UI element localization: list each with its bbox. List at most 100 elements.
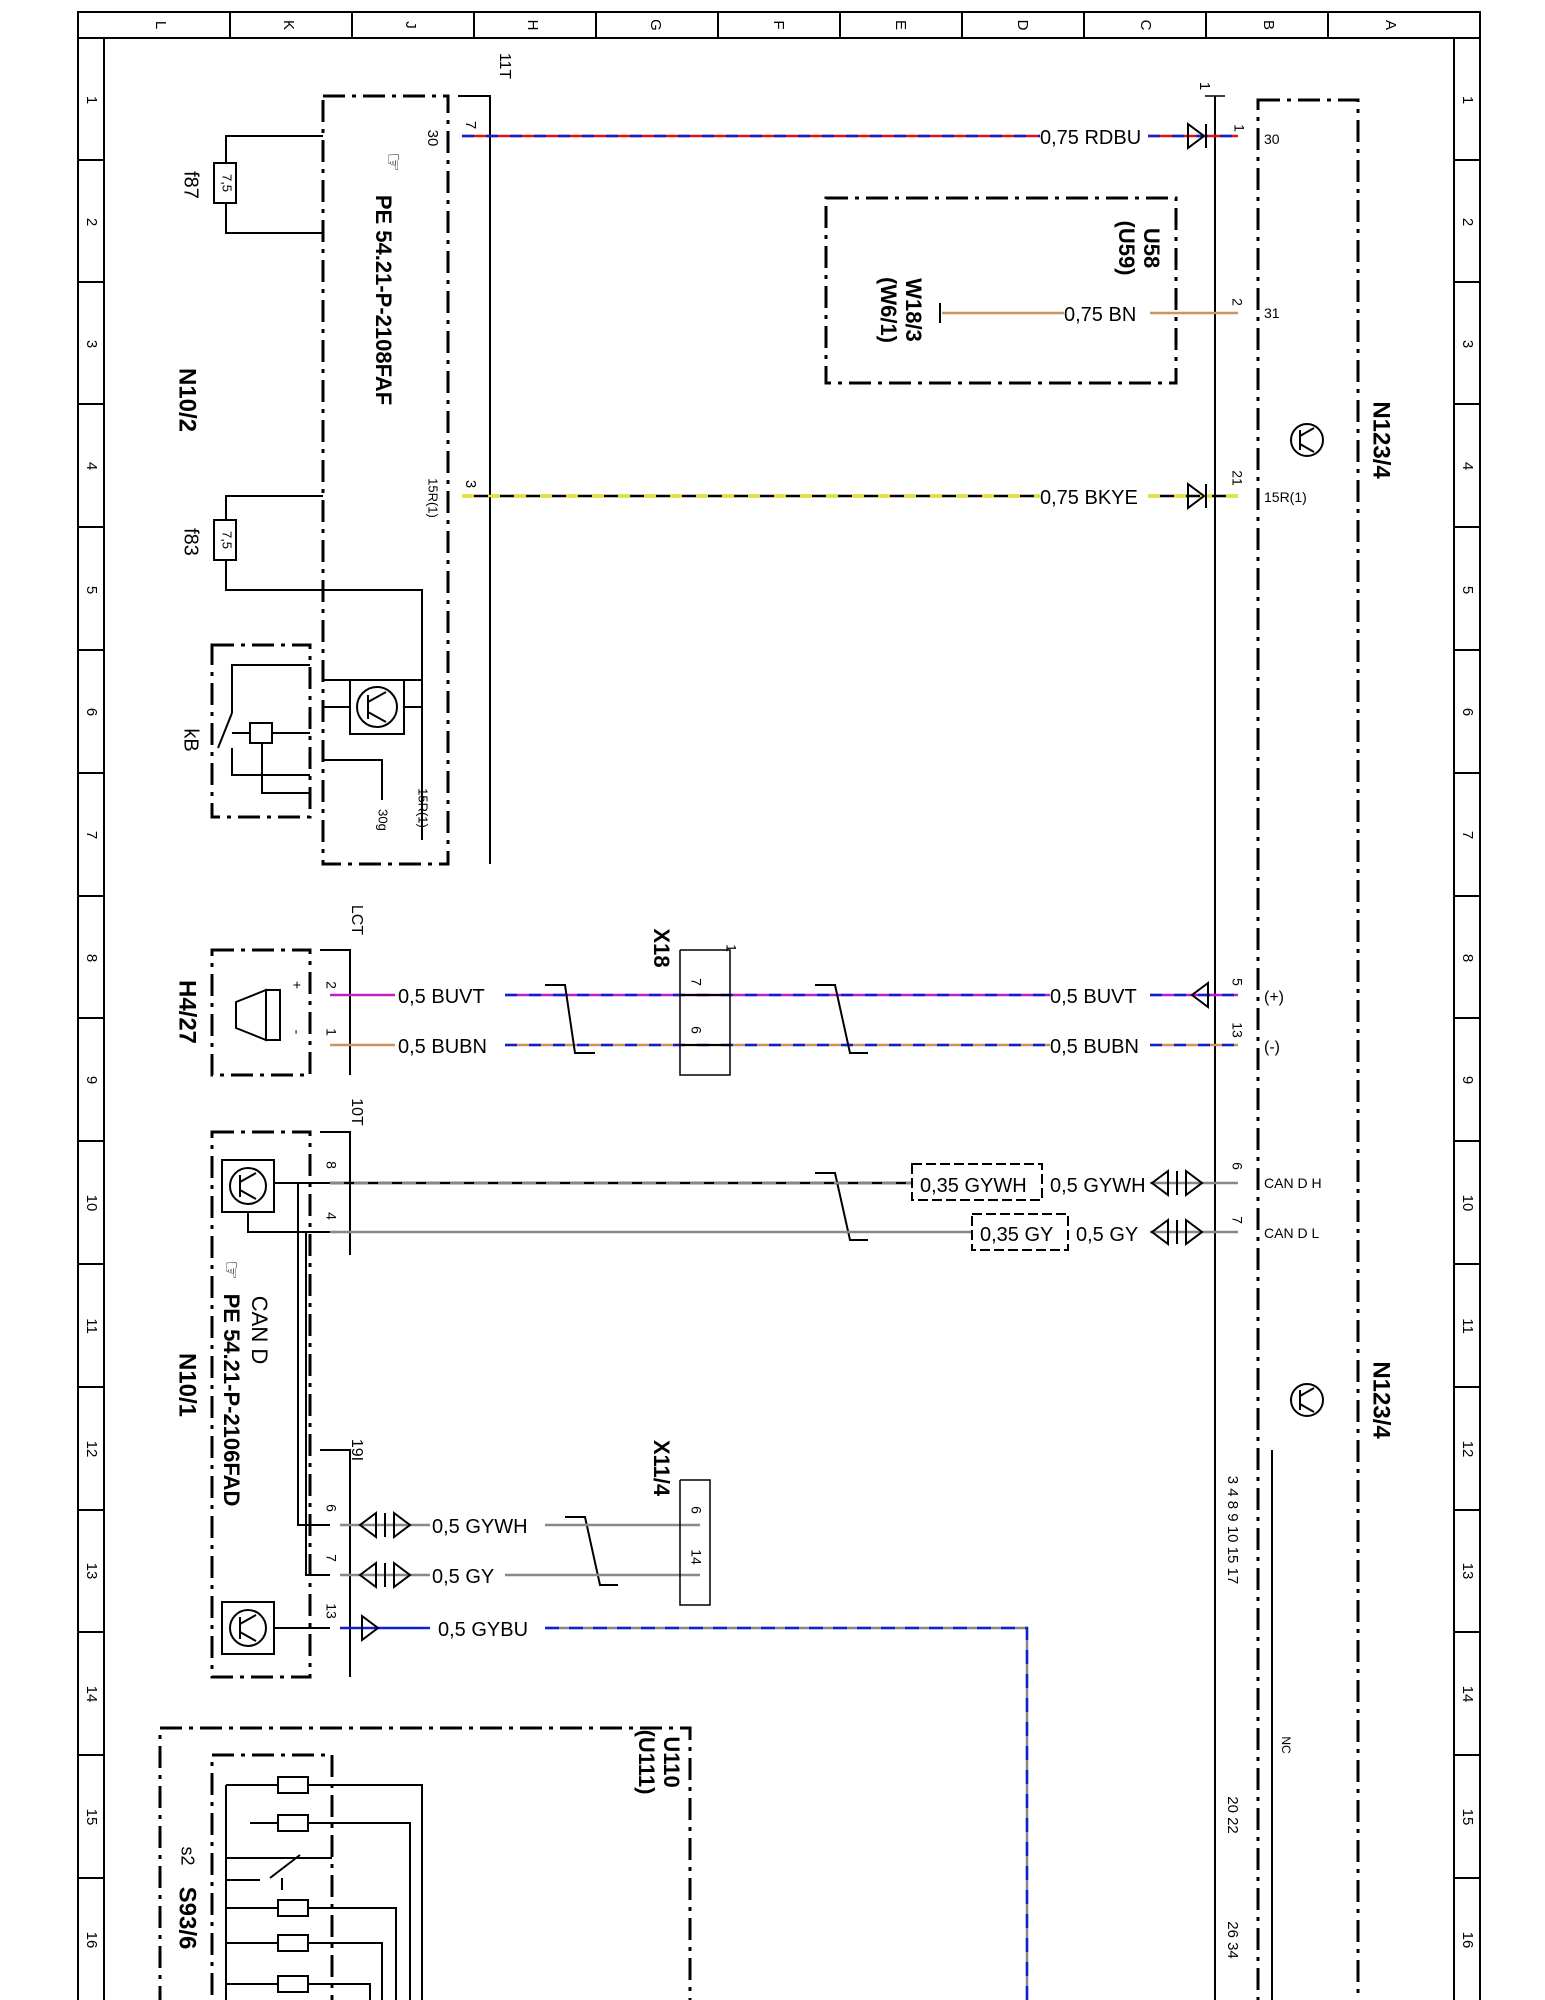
wire-rdbu: 0,75 RDBU <box>462 122 1238 150</box>
border-frame <box>77 11 1481 2000</box>
pin-group-label: 26 34 <box>1224 1921 1241 1959</box>
pin-label: 30 <box>424 130 441 147</box>
grid-number: 7 <box>1459 831 1476 839</box>
grid-number: 6 <box>83 708 100 716</box>
wire-gybu: 0,5 GYBU <box>340 1614 1029 2000</box>
pin-label: 6 <box>688 1026 704 1034</box>
n123-4-module: 1 N123/4 N123/4 1 30 2 31 21 15R(1) 5 (+… <box>1196 82 1395 2000</box>
grid-letter: L <box>152 21 169 29</box>
wire-bn: 0,75 BN <box>939 303 1238 326</box>
grid-number: 16 <box>1459 1932 1476 1949</box>
relay-label-kb: kB <box>180 728 202 751</box>
grid-number: 2 <box>1459 218 1476 226</box>
wire-can-x11-l: 0,5 GY <box>340 1561 700 1589</box>
transistor-icon <box>221 1159 275 1213</box>
pin-label: CAN D H <box>1264 1175 1322 1191</box>
pin-group-label: 20 22 <box>1224 1796 1241 1834</box>
wire-label: 0,5 GYWH <box>1050 1175 1146 1197</box>
pin-label: + <box>289 981 305 989</box>
component-label-u58: U58 <box>1139 228 1164 268</box>
transistor-icon <box>349 679 405 735</box>
pin-label: 13 <box>1229 1022 1245 1038</box>
grid-letter: C <box>1137 20 1154 31</box>
fuse-value-label: 7,5 <box>220 531 235 549</box>
pin-label: 1 <box>323 1028 339 1036</box>
grid-letter: G <box>647 19 664 31</box>
grid-number: 2 <box>83 218 100 226</box>
pin-label: 4 <box>323 1212 339 1220</box>
pin-label: 31 <box>1264 305 1280 321</box>
pin-group-label: 3 4 8 9 10 15 17 <box>1224 1476 1241 1584</box>
pin-label: 1 <box>1196 82 1213 90</box>
wire-label: 0,5 GYWH <box>432 1516 528 1538</box>
pin-label: 13 <box>323 1603 339 1619</box>
wire-label: 0,5 BUBN <box>398 1036 487 1058</box>
grid-number: 5 <box>83 586 100 594</box>
pin-label: 14 <box>688 1549 704 1565</box>
twisted-pair-marks <box>545 984 868 1586</box>
module-label-n10-2: N10/2 <box>174 368 201 432</box>
wire-label-dashed: 0,35 GYWH <box>920 1175 1027 1197</box>
wire-label: 0,5 BUVT <box>398 986 485 1008</box>
connector-label-x18: X18 <box>649 928 674 967</box>
pin-label: - <box>289 1030 305 1035</box>
grid-number: 9 <box>1459 1076 1476 1084</box>
component-label-h4-27: H4/27 <box>174 980 201 1044</box>
speaker-h4-27: + - H4/27 2 1 LCT <box>174 905 365 1077</box>
switch-resistor-array <box>226 1776 423 2000</box>
pin-label: 1 <box>1231 124 1247 132</box>
grid-number: 6 <box>1459 708 1476 716</box>
connector-label-11t: 11T <box>496 53 513 80</box>
wire-bkye: 0,75 BKYE <box>462 482 1238 510</box>
u58-ground-box: U58 (U59) W18/3 (W6/1) <box>824 196 1178 385</box>
grid-number: 4 <box>1459 462 1476 470</box>
pin-label: 7 <box>462 121 479 129</box>
transistor-icon <box>1290 1383 1324 1417</box>
wire-can-l: 0,35 GY 0,5 GY <box>330 1213 1238 1251</box>
connector-x18: X18 1 7 6 <box>649 928 739 1076</box>
pin-label: 6 <box>323 1504 339 1512</box>
grid-letter: F <box>770 20 787 29</box>
grid-number: 15 <box>1459 1809 1476 1826</box>
grid-number: 10 <box>1459 1195 1476 1212</box>
wire-label: 0,5 GYBU <box>438 1619 528 1641</box>
grid-number: 1 <box>1459 96 1476 104</box>
component-label-u59: (U59) <box>1114 220 1139 275</box>
module-label-n10-1: N10/1 <box>174 1353 201 1417</box>
n10-2-module: 7,5 f87 7,5 f83 N10/2 PE 54.21-P-2108FAF… <box>174 53 513 866</box>
bus-label-can-d: CAN D <box>247 1296 272 1364</box>
wire-label: 0,5 BUVT <box>1050 986 1137 1008</box>
grid-letter: B <box>1260 20 1277 30</box>
pin-label: 15R(1) <box>416 788 431 828</box>
pin-label: (+) <box>1264 989 1284 1006</box>
connector-label-10t: 10T <box>348 1098 365 1126</box>
wire-label: 0,5 GY <box>432 1566 494 1588</box>
pin-label: 30 <box>1264 131 1280 147</box>
pin-label: 1 <box>723 944 739 952</box>
wire-label: 0,75 BKYE <box>1040 487 1138 509</box>
module-ref-n10-2: PE 54.21-P-2108FAF <box>371 195 396 405</box>
grid-number: 13 <box>1459 1563 1476 1580</box>
pin-label: 7 <box>688 978 704 986</box>
top-grid-letters: L K J H G F E D C B A <box>152 19 1399 31</box>
fuse-label-f83: f83 <box>180 528 202 556</box>
grid-number: 3 <box>83 340 100 348</box>
relay-kb: kB <box>180 643 312 819</box>
fuse-f83: 7,5 <box>213 495 323 591</box>
pin-label: 15R(1) <box>426 478 441 518</box>
wire-label: 0,5 GY <box>1076 1224 1138 1246</box>
pin-label: 2 <box>323 981 339 989</box>
grid-number: 13 <box>83 1563 100 1580</box>
wire-can-x11-h: 0,5 GYWH <box>340 1511 700 1539</box>
grid-number: 16 <box>83 1932 100 1949</box>
n10-1-module: 10T 19I N10/1 CAN D PE 54.21-P-2106FAD ☞… <box>174 1098 365 1679</box>
pin-label: 21 <box>1229 470 1245 486</box>
pin-label: (-) <box>1264 1039 1280 1056</box>
grid-number: 15 <box>83 1809 100 1826</box>
fuse-value-label: 7,5 <box>220 174 235 192</box>
grid-number: 9 <box>83 1076 100 1084</box>
grid-number: 1 <box>83 96 100 104</box>
component-label-s93-6: S93/6 <box>174 1887 201 1950</box>
grid-number: 5 <box>1459 586 1476 594</box>
grid-number: 8 <box>1459 954 1476 962</box>
